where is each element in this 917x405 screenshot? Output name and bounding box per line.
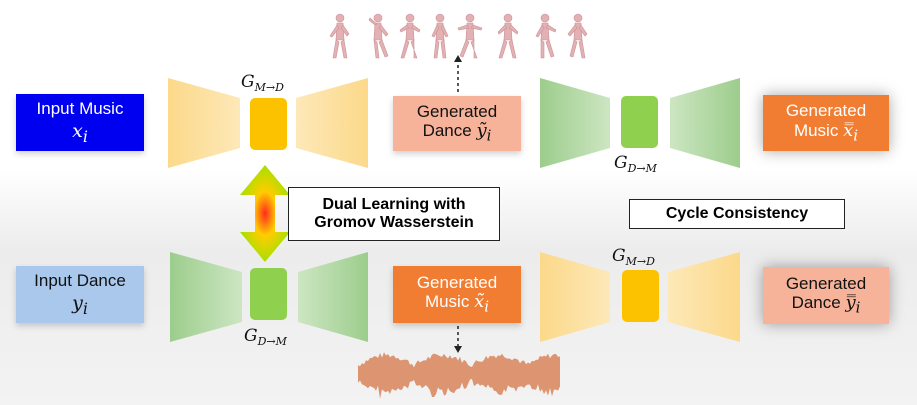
decoder-trapezoid-top-right — [670, 78, 740, 168]
generated-music-top-line2: Music x̿i — [793, 119, 859, 145]
encoder-trapezoid-top-left — [168, 78, 240, 168]
cycle-consistency-label: Cycle Consistency — [629, 199, 845, 229]
generator-block-top-right — [621, 96, 658, 148]
generator-block-bottom-left — [250, 268, 287, 320]
generator-block-top-left — [250, 98, 287, 150]
generated-music-top-line1: Generated — [785, 101, 867, 121]
dancer-figure — [399, 13, 421, 59]
decoder-trapezoid-bottom-right — [668, 252, 740, 342]
generated-dance-bottom-line1: Generated — [785, 273, 867, 293]
generated-music-box-bottom: Generated Music x̃i — [393, 266, 521, 323]
dual-learning-label: Dual Learning with Gromov Wasserstein — [288, 187, 500, 241]
generated-music-bottom-line2: Music x̃i — [424, 291, 490, 316]
generator-block-bottom-right — [622, 270, 659, 322]
encoder-trapezoid-bottom-right — [540, 252, 610, 342]
dual-learning-line2: Gromov Wasserstein — [314, 214, 474, 231]
dancer-figure — [368, 13, 389, 59]
generator-label-bottom-left: GD→M — [244, 326, 287, 348]
encoder-trapezoid-top-right — [540, 78, 610, 168]
dancer-figure — [535, 13, 557, 59]
input-dance-box: Input Dance yi — [16, 266, 144, 323]
dancer-figure — [497, 13, 519, 59]
decoder-trapezoid-bottom-left — [298, 252, 368, 342]
generated-music-box-top: Generated Music x̿i — [763, 95, 889, 151]
generated-dance-top-line1: Generated — [416, 101, 498, 121]
generator-label-top-right: GD→M — [614, 153, 657, 175]
dancer-figure — [329, 13, 350, 59]
generator-label-bottom-right: GM→D — [612, 246, 655, 268]
audio-waveform — [358, 352, 560, 399]
encoder-trapezoid-bottom-left — [170, 252, 242, 342]
dancer-figure — [567, 13, 588, 59]
input-music-box: Input Music xi — [16, 94, 144, 151]
dancer-figure — [457, 13, 483, 59]
generated-dance-top-line2: Dance ỹi — [422, 120, 492, 145]
dashed-arrow-head-down — [454, 346, 462, 353]
generated-dance-box-top: Generated Dance ỹi — [393, 96, 521, 151]
dual-learning-double-arrow — [240, 165, 290, 262]
input-dance-label: Input Dance — [34, 271, 126, 291]
dancer-sequence — [329, 13, 588, 59]
dashed-arrow-head-up — [454, 55, 462, 62]
generated-dance-box-bottom: Generated Dance y̿i — [763, 267, 889, 324]
input-music-label: Input Music — [36, 99, 124, 119]
generated-music-bottom-line1: Generated — [416, 272, 498, 292]
cycle-consistency-text: Cycle Consistency — [665, 205, 809, 222]
dual-learning-line1: Dual Learning with — [322, 196, 466, 213]
input-music-symbol: xi — [72, 119, 88, 146]
generator-label-top-left: GM→D — [241, 72, 284, 94]
input-dance-symbol: yi — [72, 291, 88, 318]
decoder-trapezoid-top-left — [296, 78, 368, 168]
generated-dance-bottom-line2: Dance y̿i — [791, 292, 861, 317]
dancer-figure — [431, 13, 449, 59]
